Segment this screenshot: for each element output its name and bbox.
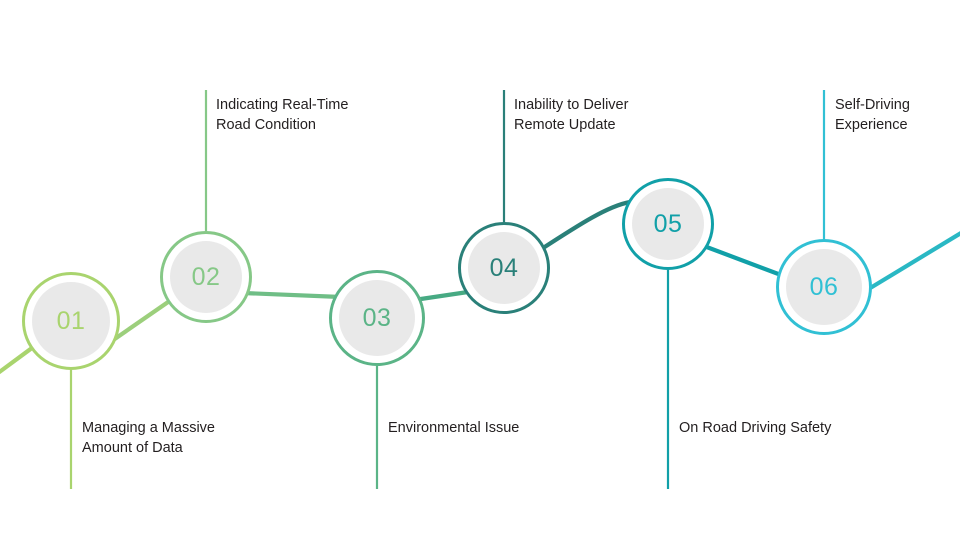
segment-02-03 (240, 290, 344, 300)
milestone-caption-05: On Road Driving Safety (679, 420, 832, 436)
segment-lead-out (859, 231, 960, 296)
milestone-caption-01: Managing a Massive Amount of Data (82, 420, 215, 456)
milestone-node-02[interactable]: 02 (160, 231, 252, 323)
milestone-node-05[interactable]: 05 (622, 178, 714, 270)
milestone-number-04: 04 (489, 253, 519, 282)
milestone-number-03: 03 (362, 303, 392, 332)
milestone-number-05: 05 (653, 209, 683, 238)
milestone-number-02: 02 (191, 262, 221, 291)
segment-05-06 (701, 243, 792, 281)
milestone-disc-01: 01 (31, 281, 111, 361)
milestone-caption-02: Indicating Real-Time Road Condition (216, 97, 349, 133)
milestone-number-01: 01 (56, 306, 86, 335)
milestone-node-01[interactable]: 01 (22, 272, 120, 370)
milestone-disc-04: 04 (467, 231, 541, 305)
milestone-disc-03: 03 (338, 279, 416, 357)
milestone-node-06[interactable]: 06 (776, 239, 872, 335)
milestone-node-04[interactable]: 04 (458, 222, 550, 314)
segment-04-05 (537, 199, 633, 253)
stem-group (69, 90, 826, 489)
milestone-node-03[interactable]: 03 (329, 270, 425, 366)
milestone-disc-06: 06 (785, 248, 863, 326)
milestone-caption-04: Inability to Deliver Remote Update (514, 97, 629, 133)
milestone-caption-06: Self-Driving Experience (835, 97, 910, 133)
milestone-caption-03: Environmental Issue (388, 420, 520, 436)
milestone-disc-05: 05 (631, 187, 705, 261)
milestone-disc-02: 02 (169, 240, 243, 314)
segment-03-04 (411, 289, 471, 303)
segment-lead-in (0, 342, 39, 375)
milestone-number-06: 06 (809, 272, 839, 301)
